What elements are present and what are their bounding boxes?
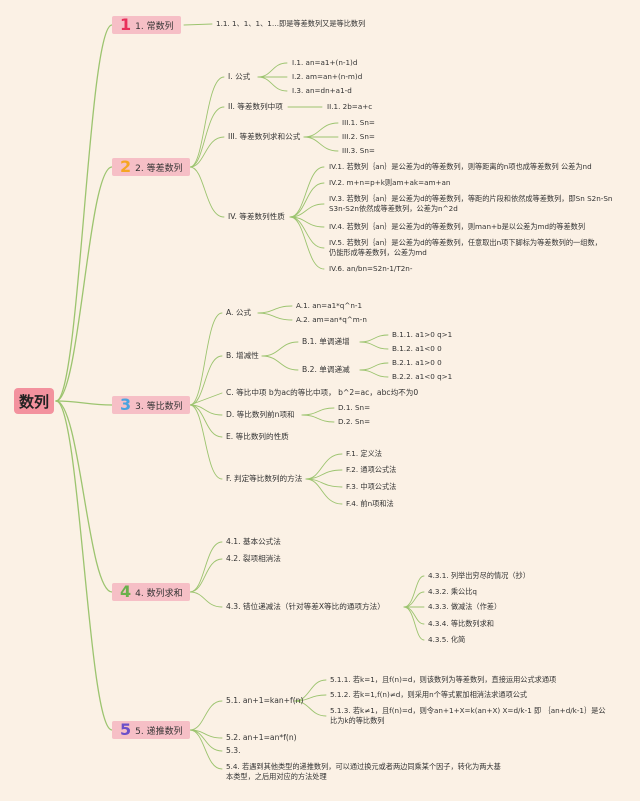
node-II[interactable]: II. 等差数列中项 <box>228 102 283 111</box>
node-5-1-1[interactable]: 5.1.1. 若k=1，且f(n)=d，则该数列为等差数列，直接运用公式求通项 <box>330 675 557 684</box>
node-B-1[interactable]: B.1. 单调递增 <box>302 337 350 346</box>
node-IV-2[interactable]: IV.2. m+n=p+k则am+ak=am+an <box>329 178 451 187</box>
node-I-3[interactable]: I.3. an=dn+a1-d <box>292 86 352 95</box>
branch-geometric-sequence[interactable]: 3 3. 等比数列 <box>112 396 190 414</box>
node-I[interactable]: I. 公式 <box>228 72 251 81</box>
node-1-1[interactable]: 1.1. 1、1、1、1…即是等差数列又是等比数列 <box>216 19 366 28</box>
branch-recursive-sequence[interactable]: 5 5. 递推数列 <box>112 721 190 739</box>
node-F-2[interactable]: F.2. 通项公式法 <box>346 465 397 474</box>
node-5-3[interactable]: 5.3. <box>226 746 241 755</box>
branch-label: 2. 等差数列 <box>135 163 183 174</box>
node-II-1[interactable]: II.1. 2b=a+c <box>327 102 373 111</box>
node-5-1[interactable]: 5.1. an+1=kan+f(n) <box>226 696 304 705</box>
node-A-1[interactable]: A.1. an=a1*q^n-1 <box>296 301 363 310</box>
node-5-1-2[interactable]: 5.1.2. 若k=1,f(n)≠d，则采用n个等式累加相消法求通项公式 <box>330 690 528 699</box>
branch-number-badge: 1 <box>120 15 132 34</box>
node-F-1[interactable]: F.1. 定义法 <box>346 449 382 458</box>
node-IV-1[interactable]: IV.1. 若数列｛an｝是公差为d的等差数列，则等距离的n项也成等差数列 公差… <box>329 162 592 171</box>
branch-number-badge: 2 <box>120 157 132 176</box>
branch-label: 4. 数列求和 <box>135 588 183 599</box>
node-D-2[interactable]: D.2. Sn= <box>338 417 371 426</box>
node-4-3-5[interactable]: 4.3.5. 化简 <box>428 635 466 644</box>
branch-number-badge: 4 <box>120 582 132 601</box>
node-B-2-1[interactable]: B.2.1. a1>0 0 <box>392 358 442 367</box>
node-B-2[interactable]: B.2. 单调递减 <box>302 365 350 374</box>
branch-label: 5. 递推数列 <box>135 726 183 737</box>
node-B-1-1[interactable]: B.1.1. a1>0 q>1 <box>392 330 453 339</box>
branch-constant-sequence[interactable]: 1 1. 常数列 <box>112 16 181 34</box>
node-C[interactable]: C. 等比中项 b为ac的等比中项， b^2=ac，abc均不为0 <box>226 388 419 397</box>
node-5-1-3[interactable]: 5.1.3. 若k≠1，且f(n)=d，则令an+1+X=k(an+X) X=d… <box>330 706 606 725</box>
node-5-2[interactable]: 5.2. an+1=an*f(n) <box>226 733 297 742</box>
node-4-2[interactable]: 4.2. 裂项相消法 <box>226 554 281 563</box>
branch-number-badge: 3 <box>120 395 132 414</box>
node-I-1[interactable]: I.1. an=a1+(n-1)d <box>292 58 358 67</box>
node-F-4[interactable]: F.4. 前n项和法 <box>346 499 394 508</box>
node-4-3-2[interactable]: 4.3.2. 乘公比q <box>428 587 477 596</box>
branch-number-badge: 5 <box>120 720 132 739</box>
node-F[interactable]: F. 判定等比数列的方法 <box>226 474 303 483</box>
node-D[interactable]: D. 等比数列前n项和 <box>226 410 295 419</box>
node-F-3[interactable]: F.3. 中项公式法 <box>346 482 397 491</box>
node-5-4[interactable]: 5.4. 若遇到其他类型的递推数列，可以通过换元或者两边同乘某个因子，转化为两大… <box>226 762 501 781</box>
node-4-3[interactable]: 4.3. 错位递减法（针对等差X等比的通项方法） <box>226 602 385 611</box>
branch-label: 3. 等比数列 <box>135 401 183 412</box>
node-4-1[interactable]: 4.1. 基本公式法 <box>226 537 281 546</box>
node-III-1[interactable]: III.1. Sn= <box>342 118 375 127</box>
node-IV[interactable]: IV. 等差数列性质 <box>228 212 285 221</box>
node-III[interactable]: III. 等差数列求和公式 <box>228 132 301 141</box>
node-III-2[interactable]: III.2. Sn= <box>342 132 375 141</box>
node-IV-6[interactable]: IV.6. an/bn=S2n-1/T2n- <box>329 264 413 273</box>
node-E[interactable]: E. 等比数列的性质 <box>226 432 289 441</box>
node-B-2-2[interactable]: B.2.2. a1<0 q>1 <box>392 372 453 381</box>
branch-label: 1. 常数列 <box>135 21 174 32</box>
root-node[interactable]: 数列 <box>14 388 54 414</box>
node-B[interactable]: B. 增减性 <box>226 351 259 360</box>
node-D-1[interactable]: D.1. Sn= <box>338 403 371 412</box>
node-4-3-1[interactable]: 4.3.1. 列举出穷尽的情况（抄） <box>428 571 530 580</box>
node-IV-4[interactable]: IV.4. 若数列｛an｝是公差为d的等差数列，则man+b是以公差为md的等差… <box>329 222 586 231</box>
node-A-2[interactable]: A.2. am=an*q^m-n <box>296 315 367 324</box>
node-4-3-3[interactable]: 4.3.3. 做减法（作差） <box>428 602 502 611</box>
branch-arithmetic-sequence[interactable]: 2 2. 等差数列 <box>112 158 190 176</box>
node-4-3-4[interactable]: 4.3.4. 等比数列求和 <box>428 619 494 628</box>
node-B-1-2[interactable]: B.1.2. a1<0 0 <box>392 344 442 353</box>
node-III-3[interactable]: III.3. Sn= <box>342 146 375 155</box>
node-IV-3[interactable]: IV.3. 若数列｛an｝是公差为d的等差数列，等距的片段和依然成等差数列，即S… <box>329 194 613 213</box>
node-IV-5[interactable]: IV.5. 若数列｛an｝是公差为d的等差数列，任意取出n项下脚标为等差数列的一… <box>329 238 602 257</box>
node-I-2[interactable]: I.2. am=an+(n-m)d <box>292 72 363 81</box>
branch-series-summation[interactable]: 4 4. 数列求和 <box>112 583 190 601</box>
node-A[interactable]: A. 公式 <box>226 308 252 317</box>
